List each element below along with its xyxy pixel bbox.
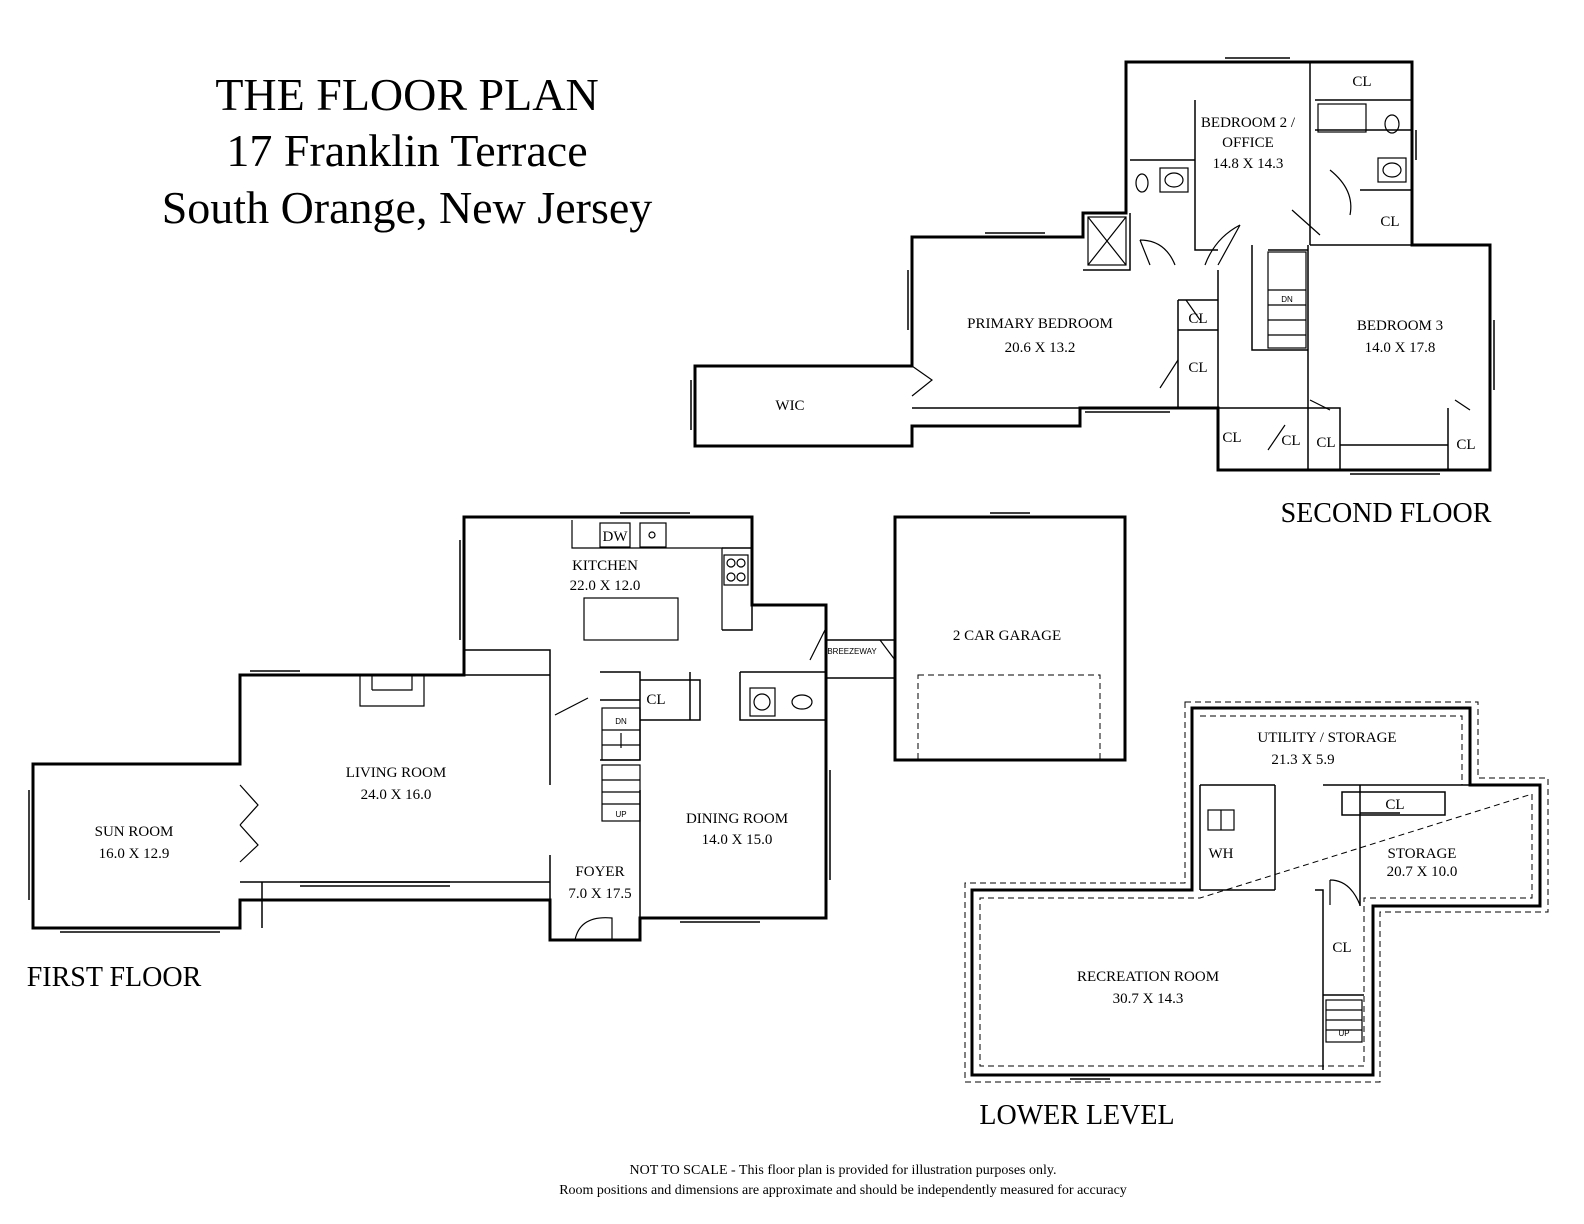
powder-room-toilet	[791, 694, 813, 710]
second-floor-closet-label-1: CL	[1352, 74, 1371, 90]
second-floor-heading: SECOND FLOOR	[1281, 498, 1492, 529]
garage-parking-outline	[917, 674, 1101, 761]
lower-level-plan: UTILITY / STORAGE 21.3 X 5.9 WH CL STORA…	[964, 701, 1549, 1131]
sun-room-label: SUN ROOM	[95, 824, 174, 840]
first-floor-outer-wall	[31, 515, 828, 942]
second-floor-windows	[690, 57, 1495, 475]
first-floor-heading: FIRST FLOOR	[27, 962, 202, 993]
disclaimer-line-2: Room positions and dimensions are approx…	[559, 1183, 1127, 1198]
second-floor-plan: BEDROOM 2 / OFFICE 14.8 X 14.3 CL CL PRI…	[690, 57, 1495, 529]
dishwasher-label: DW	[603, 529, 629, 545]
lower-level-windows	[1070, 812, 1400, 1080]
second-floor-toilet-2	[1384, 114, 1400, 134]
first-floor-interior-walls	[240, 547, 895, 940]
lower-level-foundation-outline	[964, 701, 1549, 1083]
dining-room-label: DINING ROOM	[686, 811, 788, 827]
bedroom2-label-line2: OFFICE	[1222, 135, 1274, 151]
second-floor-closet-label-8: CL	[1456, 437, 1475, 453]
first-floor-windows	[28, 512, 1030, 933]
fireplace	[359, 676, 425, 707]
second-floor-sink-1	[1159, 167, 1189, 193]
bedroom2-dimensions: 14.8 X 14.3	[1213, 156, 1284, 172]
second-floor-tub	[1317, 103, 1367, 133]
primary-bedroom-dimensions: 20.6 X 13.2	[1005, 340, 1076, 356]
plan-title-block: THE FLOOR PLAN 17 Franklin Terrace South…	[162, 69, 653, 233]
lower-level-stair-up: UP	[1338, 1029, 1349, 1038]
disclaimer-line-1: NOT TO SCALE - This floor plan is provid…	[630, 1163, 1057, 1178]
lower-level-outer-wall	[970, 706, 1542, 1077]
living-room-door	[554, 697, 589, 716]
breezeway-doors	[809, 627, 896, 661]
living-room-dimensions: 24.0 X 16.0	[361, 787, 432, 803]
first-floor-stair-up: UP	[615, 810, 626, 819]
kitchen-island	[583, 597, 679, 641]
living-room-label: LIVING ROOM	[346, 765, 446, 781]
plan-city: South Orange, New Jersey	[162, 182, 653, 233]
storage-dimensions: 20.7 X 10.0	[1387, 864, 1458, 880]
dishwasher	[599, 522, 631, 548]
kitchen-dimensions: 22.0 X 12.0	[570, 578, 641, 594]
first-floor-stair-dn: DN	[615, 717, 627, 726]
second-floor-outer-wall	[693, 60, 1492, 472]
bedroom2-label-line1: BEDROOM 2 /	[1201, 115, 1296, 131]
wic-label: WIC	[775, 398, 804, 414]
lower-level-stair	[1325, 999, 1363, 1043]
storage-label: STORAGE	[1388, 846, 1457, 862]
second-floor-sink-2	[1377, 157, 1407, 183]
first-floor-closet-label: CL	[646, 692, 665, 708]
plan-title: THE FLOOR PLAN	[215, 69, 598, 120]
second-floor-stair	[1267, 251, 1307, 349]
sun-room-dimensions: 16.0 X 12.9	[99, 846, 170, 862]
second-floor-toilet-1	[1135, 173, 1149, 193]
second-floor-closet-label-2: CL	[1380, 214, 1399, 230]
garage-label: 2 CAR GARAGE	[953, 628, 1061, 644]
first-floor-stair-down	[601, 707, 641, 761]
lower-level-heading: LOWER LEVEL	[979, 1100, 1174, 1131]
recreation-room-dimensions: 30.7 X 14.3	[1113, 991, 1184, 1007]
lower-level-closet-label-1: CL	[1385, 797, 1404, 813]
lower-level-closet-door	[1329, 879, 1361, 906]
second-floor-closet-label-7: CL	[1316, 435, 1335, 451]
second-floor-door-bath	[1139, 239, 1176, 266]
lower-level-interior-walls	[1199, 784, 1470, 1070]
second-floor-closet-label-6: CL	[1281, 433, 1300, 449]
water-heater-label: WH	[1209, 846, 1234, 862]
second-floor-door-closet	[1291, 169, 1352, 236]
second-floor-shower	[1087, 216, 1127, 266]
foyer-label: FOYER	[575, 864, 624, 880]
bedroom3-label: BEDROOM 3	[1357, 318, 1443, 334]
second-floor-closet-label-3: CL	[1188, 311, 1207, 327]
second-floor-closet-label-4: CL	[1188, 360, 1207, 376]
disclaimer: NOT TO SCALE - This floor plan is provid…	[559, 1163, 1127, 1198]
sun-room-french-doors	[239, 784, 259, 863]
kitchen-sink	[639, 522, 667, 548]
first-floor-plan: KITCHEN 22.0 X 12.0 DW BREEZEWAY 2 CAR G…	[27, 512, 1127, 993]
primary-bedroom-label: PRIMARY BEDROOM	[967, 316, 1113, 332]
utility-storage-label: UTILITY / STORAGE	[1257, 730, 1396, 746]
dining-room-dimensions: 14.0 X 15.0	[702, 832, 773, 848]
breezeway-label: BREEZEWAY	[827, 647, 877, 656]
first-floor-stair-up	[601, 764, 641, 822]
powder-room-sink	[749, 687, 776, 717]
utility-storage-dimensions: 21.3 X 5.9	[1271, 752, 1334, 768]
kitchen-counter	[571, 520, 723, 630]
second-floor-interior-walls	[912, 62, 1449, 470]
second-floor-closet-label-5: CL	[1222, 430, 1241, 446]
foyer-dimensions: 7.0 X 17.5	[568, 886, 631, 902]
recreation-room-label: RECREATION ROOM	[1077, 969, 1219, 985]
front-door	[574, 917, 613, 941]
second-floor-stair-dn: DN	[1281, 295, 1293, 304]
plan-address: 17 Franklin Terrace	[226, 125, 587, 176]
bedroom3-dimensions: 14.0 X 17.8	[1365, 340, 1436, 356]
lower-level-closet-label-2: CL	[1332, 940, 1351, 956]
kitchen-range	[723, 554, 749, 586]
kitchen-label: KITCHEN	[572, 558, 638, 574]
